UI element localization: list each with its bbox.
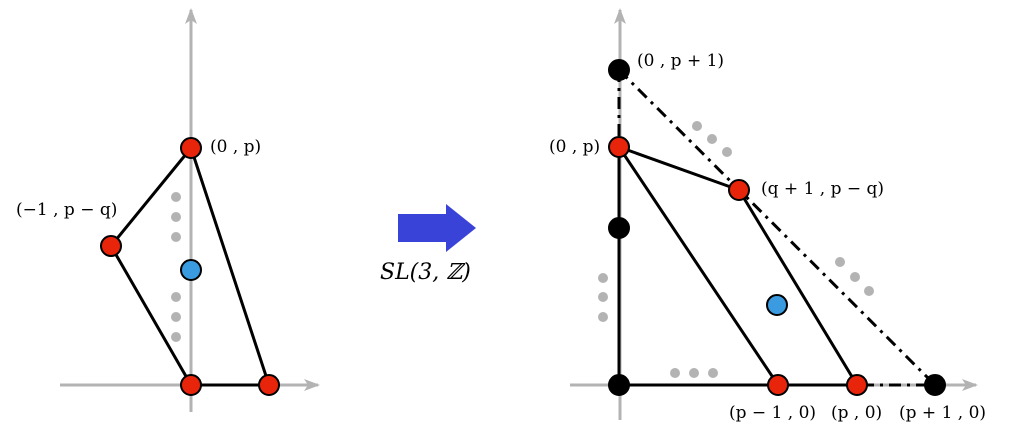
right-point-left-black [608, 217, 630, 239]
left-diagram: (0 , p) (−1 , p − q) [16, 8, 320, 412]
right-vertex-bottom-1 [767, 374, 789, 396]
right-ellipsis-diagonal-upper [692, 121, 732, 157]
right-label-bottom-2: (p , 0) [831, 403, 882, 423]
right-label-upper-left: (0 , p) [549, 137, 600, 157]
left-vertex-origin [180, 374, 202, 396]
right-ellipsis-diagonal-lower [835, 257, 874, 296]
left-label-top: (0 , p) [210, 137, 261, 157]
transform-label: SL(3, ℤ) [380, 260, 471, 285]
right-outer-triangle [617, 68, 937, 387]
left-label-left: (−1 , p − q) [16, 200, 117, 220]
right-solid-edges [617, 145, 859, 387]
right-label-bottom-3: (p + 1 , 0) [899, 403, 986, 423]
transform-arrow: SL(3, ℤ) [380, 204, 476, 285]
left-vertex-right [258, 374, 280, 396]
right-label-bottom-1: (p − 1 , 0) [729, 403, 816, 423]
right-vertex-upper-left [608, 136, 630, 158]
left-vertex-top [180, 137, 202, 159]
right-vertex-bottom-2 [846, 374, 868, 396]
blue-arrow-icon [398, 204, 476, 252]
right-label-top: (0 , p + 1) [637, 51, 724, 71]
right-vertex-origin-black [608, 374, 630, 396]
right-vertex-top-black [608, 59, 630, 81]
right-ellipsis-vertical [598, 273, 608, 322]
right-interior-point [766, 294, 788, 316]
right-vertex-middle [728, 179, 750, 201]
left-vertex-left [100, 235, 122, 257]
right-label-middle: (q + 1 , p − q) [761, 179, 884, 199]
right-diagram: (0 , p + 1) (0 , p) (q + 1 , p − q) (p −… [549, 8, 986, 423]
right-vertex-bottom-3-black [924, 374, 946, 396]
right-ellipsis-horizontal [670, 368, 718, 378]
left-ellipsis-upper [171, 192, 181, 242]
left-ellipsis-lower [171, 292, 181, 342]
left-interior-point [180, 259, 202, 281]
